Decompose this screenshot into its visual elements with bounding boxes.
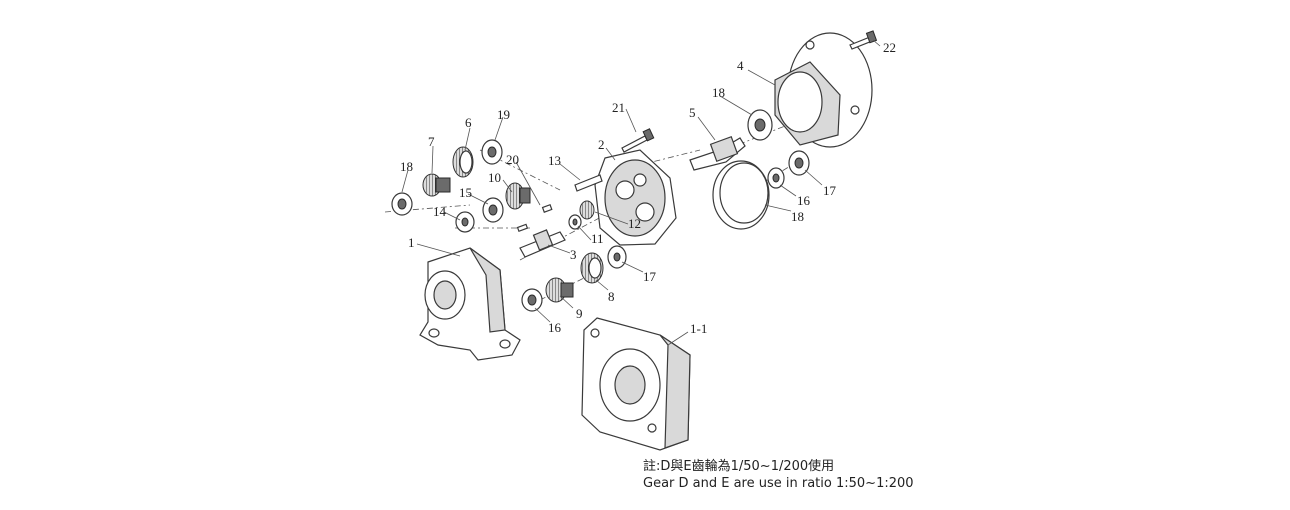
bearing-11 [568,214,582,230]
callout-6: 6 [465,115,472,130]
housing-part-1 [419,247,521,361]
callout-17-middle: 17 [643,269,657,284]
gear-8 [580,252,604,284]
callout-5: 5 [689,105,696,120]
callout-16-right: 16 [797,193,811,208]
screw-part-22 [849,30,878,50]
bearing-16-right [767,167,785,189]
bearing-18-left [391,192,413,216]
callout-15: 15 [459,185,472,200]
callout-labels: 1 1-1 2 3 4 5 6 7 8 9 10 11 12 13 14 15 … [400,40,896,336]
bearing-17-right [788,150,810,176]
gear-10 [505,182,531,210]
pin-part-13 [574,174,603,192]
gear-9 [545,277,574,303]
callout-18-left: 18 [400,159,413,174]
callout-2: 2 [598,137,605,152]
bearing-19 [481,139,503,165]
screw-part-21 [621,128,655,153]
gear-6 [452,146,474,178]
motor-shaft-part-5 [689,136,746,171]
callout-14: 14 [433,204,447,219]
callout-19: 19 [497,107,510,122]
gear-7 [422,173,451,197]
ratio-note-chinese: 註:D與E齒輪為1/50~1/200使用 [643,459,835,474]
callout-7: 7 [428,134,435,149]
middle-cover-part-2 [594,149,677,246]
ratio-note-english: Gear D and E are use in ratio 1:50~1:200 [643,476,914,491]
bearing-16-lower [521,288,543,312]
callout-8: 8 [608,289,615,304]
callout-12: 12 [628,216,641,231]
callout-1-1: 1-1 [690,321,707,336]
callout-4: 4 [737,58,744,73]
callout-13: 13 [548,153,561,168]
callout-11: 11 [591,231,604,246]
callout-18-disc: 18 [791,209,804,224]
bearing-18-upper [747,109,773,141]
front-plate-part-1-1 [581,317,691,451]
bearing-14 [455,211,475,233]
shaft-part-3 [519,229,566,258]
callout-18-upper: 18 [712,85,725,100]
cover-disc-part-18 [712,160,770,230]
callout-10: 10 [488,170,501,185]
callout-20: 20 [506,152,519,167]
callout-1: 1 [408,235,415,250]
callout-21: 21 [612,100,625,115]
bearing-17-middle [607,245,627,269]
bearing-15 [482,197,504,223]
callout-16-lower: 16 [548,320,562,335]
callout-17-right: 17 [823,183,837,198]
callout-22: 22 [883,40,896,55]
key-part-20 [516,203,553,233]
leader-lines [401,39,881,346]
ratio-note: 註:D與E齒輪為1/50~1/200使用 Gear D and E are us… [643,458,914,492]
callout-9: 9 [576,306,583,321]
motor-flange-part-4 [774,32,873,148]
gear-12 [579,200,595,220]
callout-3: 3 [570,247,577,262]
